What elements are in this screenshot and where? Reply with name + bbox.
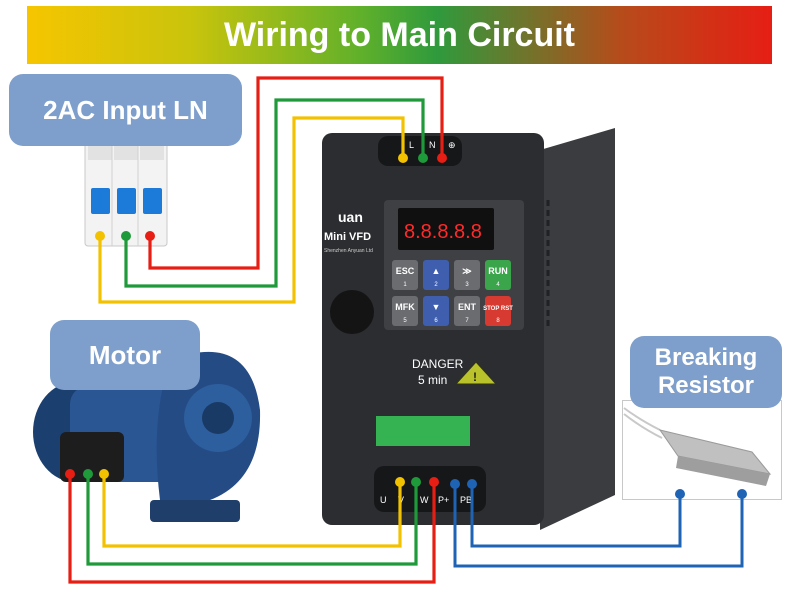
keypad-key (392, 296, 418, 326)
keypad-key (485, 296, 511, 326)
keypad-key (423, 260, 449, 290)
keypad-key-label: ENT (458, 302, 477, 312)
bottom-terminal-label: W (420, 495, 429, 505)
keypad-key-label: RUN (488, 266, 508, 276)
motor-callout-text: Motor (88, 339, 162, 370)
keypad-key-label: ▼ (432, 302, 441, 312)
keypad-key-number: 4 (496, 282, 500, 288)
resistor-callout-line1: Breaking (654, 344, 758, 371)
motor-wire-w (68, 474, 436, 584)
terminal-dots (65, 153, 747, 499)
keypad-key-label: MFK (395, 302, 415, 312)
input-callout-text: 2AC Input LN (43, 94, 208, 125)
input-wires (98, 76, 444, 304)
bottom-terminal-label: PB (460, 495, 472, 505)
top-terminal-label: L (409, 140, 414, 150)
keypad-key-label: STOP RST (483, 306, 513, 312)
vfd-brand: uan (338, 209, 363, 225)
keypad-key-number: 5 (403, 318, 407, 324)
keypad-key-number: 7 (465, 318, 469, 324)
danger-text-line2: 5 min (418, 373, 447, 387)
motor-wire-v (86, 474, 418, 566)
resistor-wires (453, 484, 744, 568)
keypad-key (454, 296, 480, 326)
keypad-key-label: ▲ (432, 266, 441, 276)
resistor-callout: Breaking Resistor (630, 336, 782, 408)
keypad-key (392, 260, 418, 290)
input-callout: 2AC Input LN (9, 74, 242, 146)
circuit-breaker (84, 133, 168, 247)
keypad-key (454, 260, 480, 290)
title-banner: Wiring to Main Circuit (27, 6, 772, 64)
keypad-key-number: 1 (403, 282, 407, 288)
keypad-key-number: 2 (434, 282, 438, 288)
vfd-unit (322, 128, 615, 530)
warning-icon: ! (473, 370, 477, 384)
keypad-key (423, 296, 449, 326)
motor-callout: Motor (50, 320, 200, 390)
keypad-key-label: ESC (396, 266, 415, 276)
keypad-key (485, 260, 511, 290)
top-terminal-label: N (429, 140, 436, 150)
input-wire-pe (98, 116, 405, 304)
vfd-display: 8.8.8.8.8 (404, 221, 482, 243)
resistor-callout-line2: Resistor (657, 372, 755, 399)
bottom-terminal-label: U (380, 495, 387, 505)
braking-resistor (623, 407, 772, 486)
vfd-maker: Shenzhen Anyuan Ltd (324, 248, 373, 254)
input-wire-l (148, 76, 444, 270)
input-wire-n (124, 98, 425, 288)
keypad-key-number: 3 (465, 282, 469, 288)
keypad-key-number: 8 (496, 318, 500, 324)
resistor-wire-p (453, 484, 744, 568)
top-terminal-label: ⊕ (448, 140, 456, 150)
page-title: Wiring to Main Circuit (223, 15, 575, 54)
resistor-wire-pb (470, 484, 682, 548)
motor-wires (68, 474, 436, 584)
danger-text-line1: DANGER (412, 357, 464, 371)
keypad-key-label: ≫ (462, 266, 471, 276)
keypad-key-number: 6 (434, 318, 438, 324)
bottom-terminal-label: P+ (438, 495, 449, 505)
top-terminal-labels: L N ⊕ (409, 140, 456, 150)
motor-wire-u (102, 474, 402, 548)
vfd-model: Mini VFD (324, 231, 371, 243)
